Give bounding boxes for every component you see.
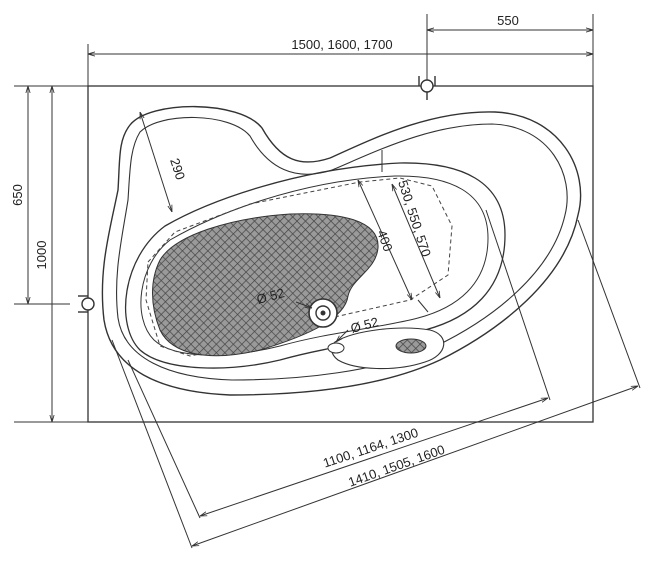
tap-connector-icon: [78, 295, 95, 313]
overflow-leader: [336, 329, 349, 342]
dim-inner-width-label: 400: [374, 228, 396, 254]
inner-footprint-dashed: [145, 177, 453, 357]
overflow-drain-icon: [327, 342, 345, 354]
dim-inner-range: [392, 184, 440, 298]
tub-basin-floor-edge: [140, 175, 489, 356]
tap-connector-icon: [418, 76, 436, 100]
overflow-icon: [395, 338, 427, 354]
dim-top-offset: [426, 14, 594, 86]
overflow-label: Ø 52: [349, 314, 380, 336]
drain-label: Ø 52: [255, 285, 286, 307]
dim-overall-width: [87, 44, 593, 86]
dim-long-side-label: 1000: [34, 241, 49, 270]
dim-corner-label: 290: [167, 156, 188, 181]
dim-outer-length: [111, 219, 641, 549]
drain-icon: [308, 298, 338, 328]
dim-overall-width-label: 1500, 1600, 1700: [291, 37, 392, 52]
tub-inner-rim: [116, 116, 568, 381]
overflow-ledge: [331, 327, 445, 370]
drain-leader: [295, 301, 312, 308]
dim-short-side-label: 650: [10, 184, 25, 206]
tub-basin-wall: [124, 162, 506, 369]
dim-top-offset-label: 550: [497, 13, 519, 28]
dim-corner: [139, 112, 173, 212]
dim-left: [14, 85, 88, 423]
